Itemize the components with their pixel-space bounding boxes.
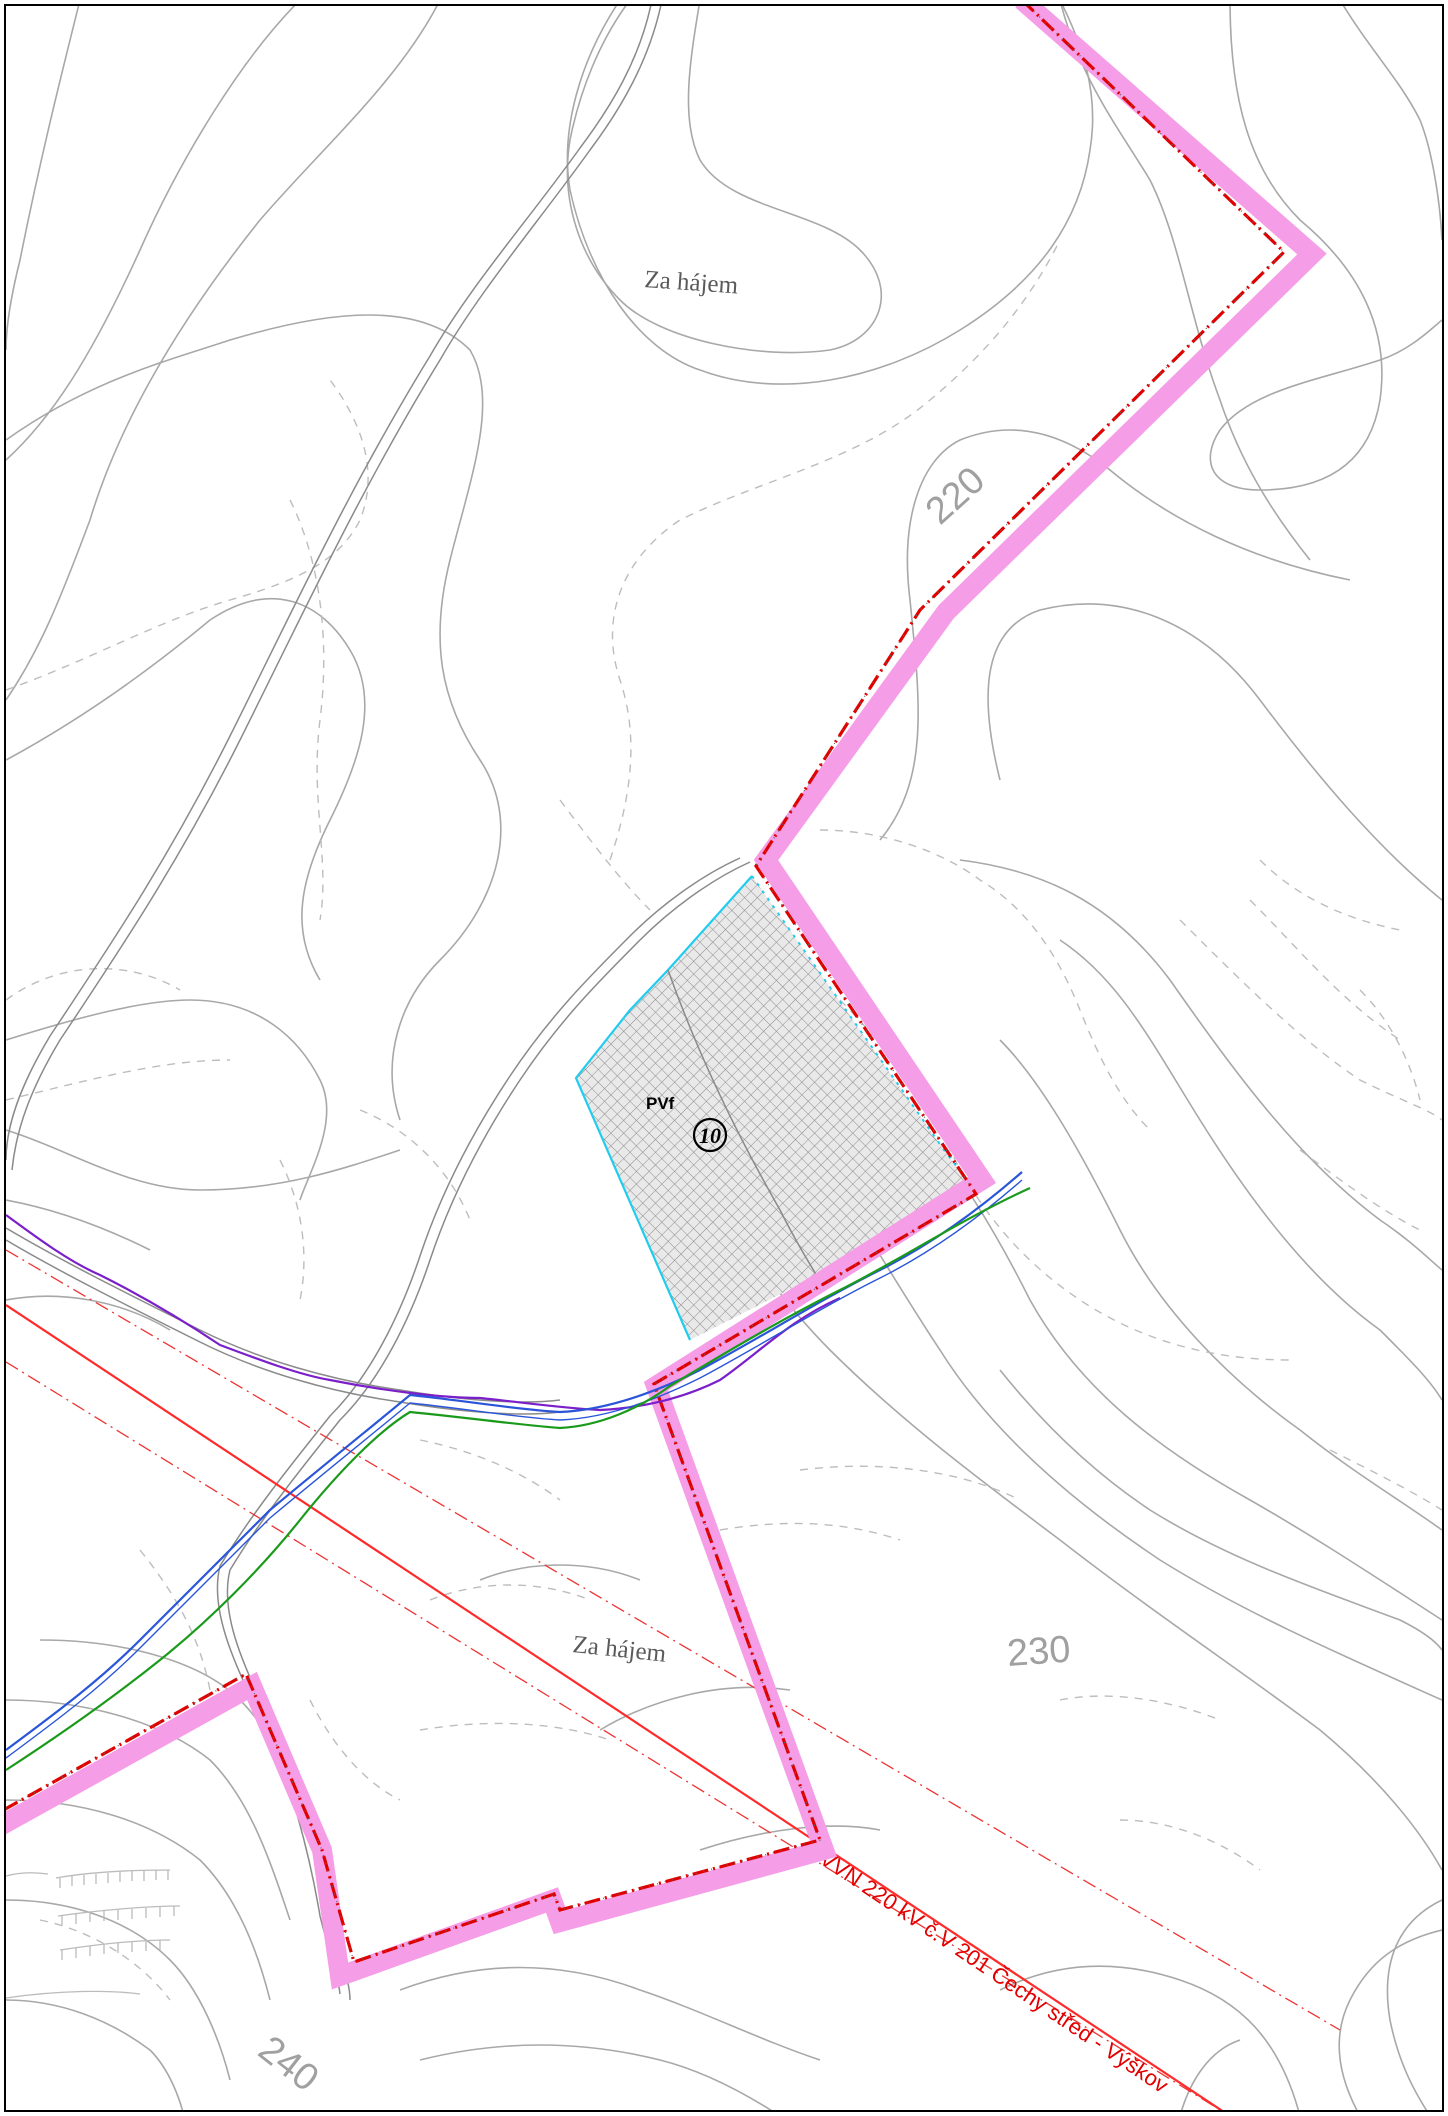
parcel-line [667,969,825,1289]
pipeline-blue-2 [6,1179,1023,1759]
pipeline-purple [6,1214,841,1412]
zone-number-circle [692,1117,728,1153]
pvf-zone-outline [574,875,753,1341]
zone-code: PVf [646,1094,675,1113]
power-line [6,1304,1223,2110]
place-name-north: Za hájem [644,266,740,300]
zone-number: 10 [699,1123,721,1148]
power-line-buffer-north [6,1249,1341,2031]
embankment-symbol [6,1869,181,1999]
boundary [6,6,1327,1990]
pipeline-green [6,1186,1031,1771]
power-line-buffer-south [6,1361,1222,2110]
map-frame [4,4,1444,2112]
contour-label-230: 230 [1006,1629,1072,1675]
pipelines [6,1171,1031,1771]
